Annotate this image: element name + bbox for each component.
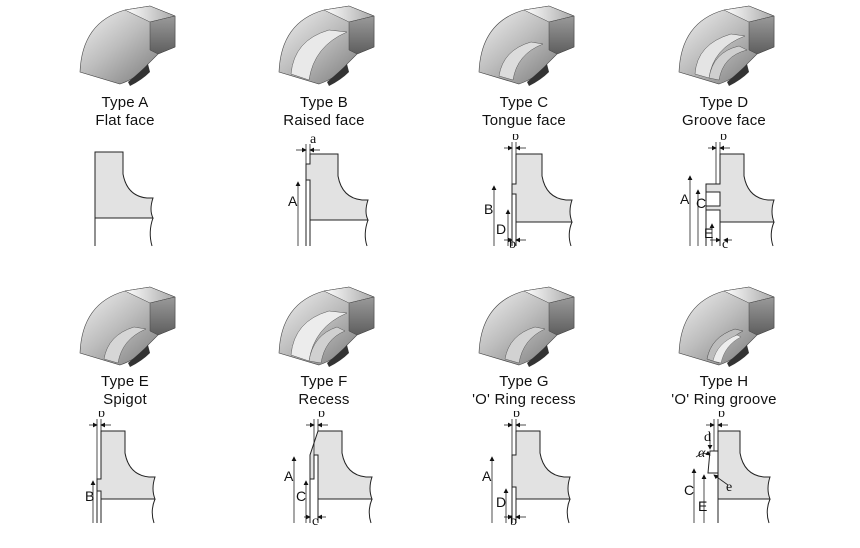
face-label: 'O' Ring groove <box>671 391 777 408</box>
dimension-label: a <box>310 134 317 147</box>
dimension-label: C <box>684 482 694 498</box>
flange-3d-render-icon <box>79 286 176 367</box>
flange-type-g: Type G 'O' Ring recess b A D b <box>434 283 614 548</box>
dimension-label: b <box>720 134 727 144</box>
flange-type-e: Type E Spigot b B <box>35 283 215 548</box>
flange-type-h: Type H 'O' Ring groove b d α C e E <box>634 283 814 548</box>
flange-3d-render-icon <box>278 5 375 86</box>
face-label: 'O' Ring recess <box>472 391 576 408</box>
dimension-label: b <box>510 514 517 529</box>
dimension-label: A <box>482 468 492 484</box>
flange-3d-render-icon <box>79 5 176 86</box>
flange-3d-render-icon <box>478 5 575 86</box>
dimension-label: C <box>696 195 706 211</box>
flange-type-f: Type F Recess b A C c <box>234 283 414 548</box>
cross-section-diagram: a A <box>288 134 369 247</box>
flange-type-c: Type C Tongue face b B D b <box>434 2 614 267</box>
dimension-label: b <box>98 411 105 421</box>
dimension-label: B <box>484 201 493 217</box>
cross-section-diagram: b A C c <box>284 411 373 529</box>
cross-section-diagram: b d α C e E <box>684 411 771 524</box>
type-label: Type G <box>499 373 549 390</box>
dimension-label: E <box>698 498 707 514</box>
dimension-label: b <box>718 411 725 421</box>
type-label: Type A <box>101 94 149 111</box>
flange-type-b: Type B Raised face a A <box>234 2 414 267</box>
face-label: Groove face <box>682 112 766 129</box>
dimension-label: c <box>312 514 318 529</box>
flange-type-d: Type D Groove face b A C E c <box>634 2 814 267</box>
dimension-label: d <box>704 430 711 445</box>
flange-3d-render-icon <box>678 5 775 86</box>
dimension-label: D <box>496 221 506 237</box>
face-label: Recess <box>298 391 350 408</box>
dimension-label: c <box>722 237 728 252</box>
face-label: Flat face <box>95 112 155 129</box>
flange-3d-render-icon <box>278 286 375 367</box>
face-label: Tongue face <box>482 112 566 129</box>
cross-section-diagram: b A C E c <box>680 134 775 252</box>
dimension-label: D <box>496 494 506 510</box>
flange-3d-render-icon <box>678 286 775 367</box>
dimension-label: b <box>509 237 516 252</box>
dimension-label: e <box>726 480 732 495</box>
dimension-label: E <box>704 225 713 241</box>
face-label: Raised face <box>283 112 365 129</box>
type-label: Type B <box>300 94 348 111</box>
dimension-label: α <box>698 446 706 461</box>
type-label: Type E <box>101 373 149 390</box>
dimension-label: A <box>680 191 690 207</box>
dimension-label: B <box>85 488 94 504</box>
face-label: Spigot <box>103 391 147 408</box>
flange-type-a: Type A Flat face <box>35 2 215 267</box>
flange-3d-render-icon <box>478 286 575 367</box>
cross-section-diagram: b A D b <box>482 411 571 529</box>
dimension-label: A <box>288 193 298 209</box>
dimension-label: C <box>296 488 306 504</box>
dimension-label: b <box>512 134 519 144</box>
dimension-label: b <box>513 411 520 421</box>
type-label: Type D <box>699 94 749 111</box>
cross-section-diagram: b B <box>85 411 156 524</box>
type-label: Type H <box>699 373 749 390</box>
cross-section-diagram <box>94 151 154 247</box>
dimension-label: b <box>318 411 325 421</box>
dimension-label: A <box>284 468 294 484</box>
cross-section-diagram: b B D b <box>484 134 573 252</box>
type-label: Type F <box>300 373 348 390</box>
type-label: Type C <box>499 94 549 111</box>
